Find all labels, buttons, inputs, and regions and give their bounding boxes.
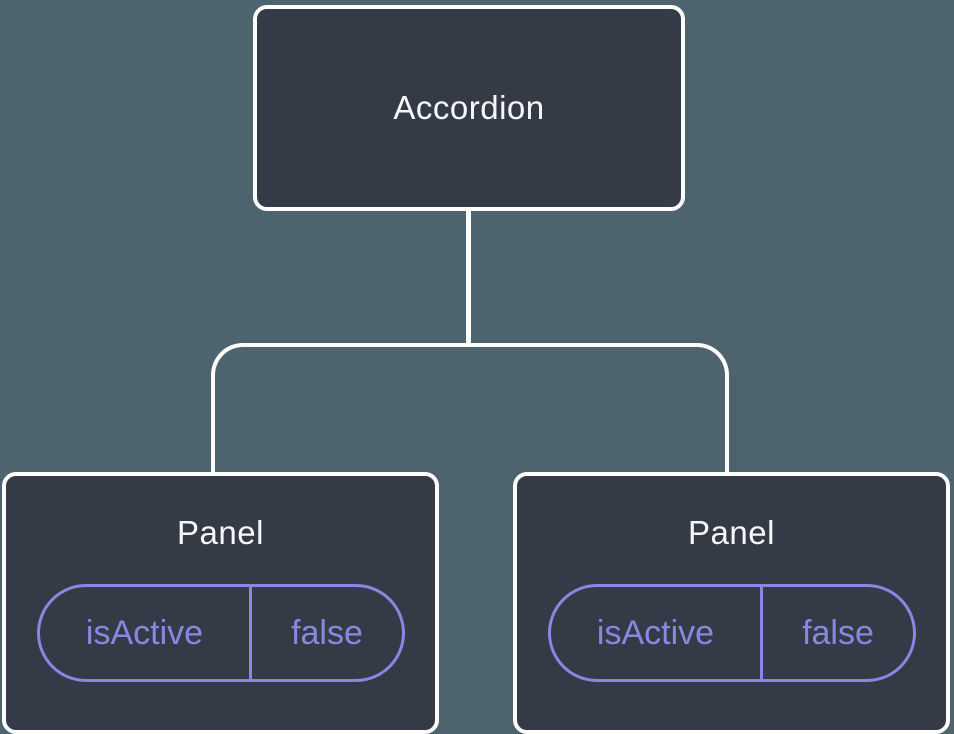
state-pill: isActive false	[547, 584, 916, 682]
connector-trunk-line	[466, 209, 471, 347]
state-value: false	[249, 587, 401, 679]
accordion-node: Accordion	[253, 5, 685, 211]
state-pill: isActive false	[36, 584, 405, 682]
state-value: false	[760, 587, 912, 679]
accordion-node-label: Accordion	[393, 89, 545, 126]
state-name: isActive	[85, 613, 204, 652]
panel-node-label: Panel	[177, 514, 264, 551]
panel-node-right: Panel isActive false	[513, 472, 950, 734]
state-name: isActive	[596, 613, 715, 652]
connector-branch-bracket	[211, 343, 729, 472]
panel-node-left: Panel isActive false	[2, 472, 439, 734]
panel-node-label: Panel	[688, 514, 775, 551]
